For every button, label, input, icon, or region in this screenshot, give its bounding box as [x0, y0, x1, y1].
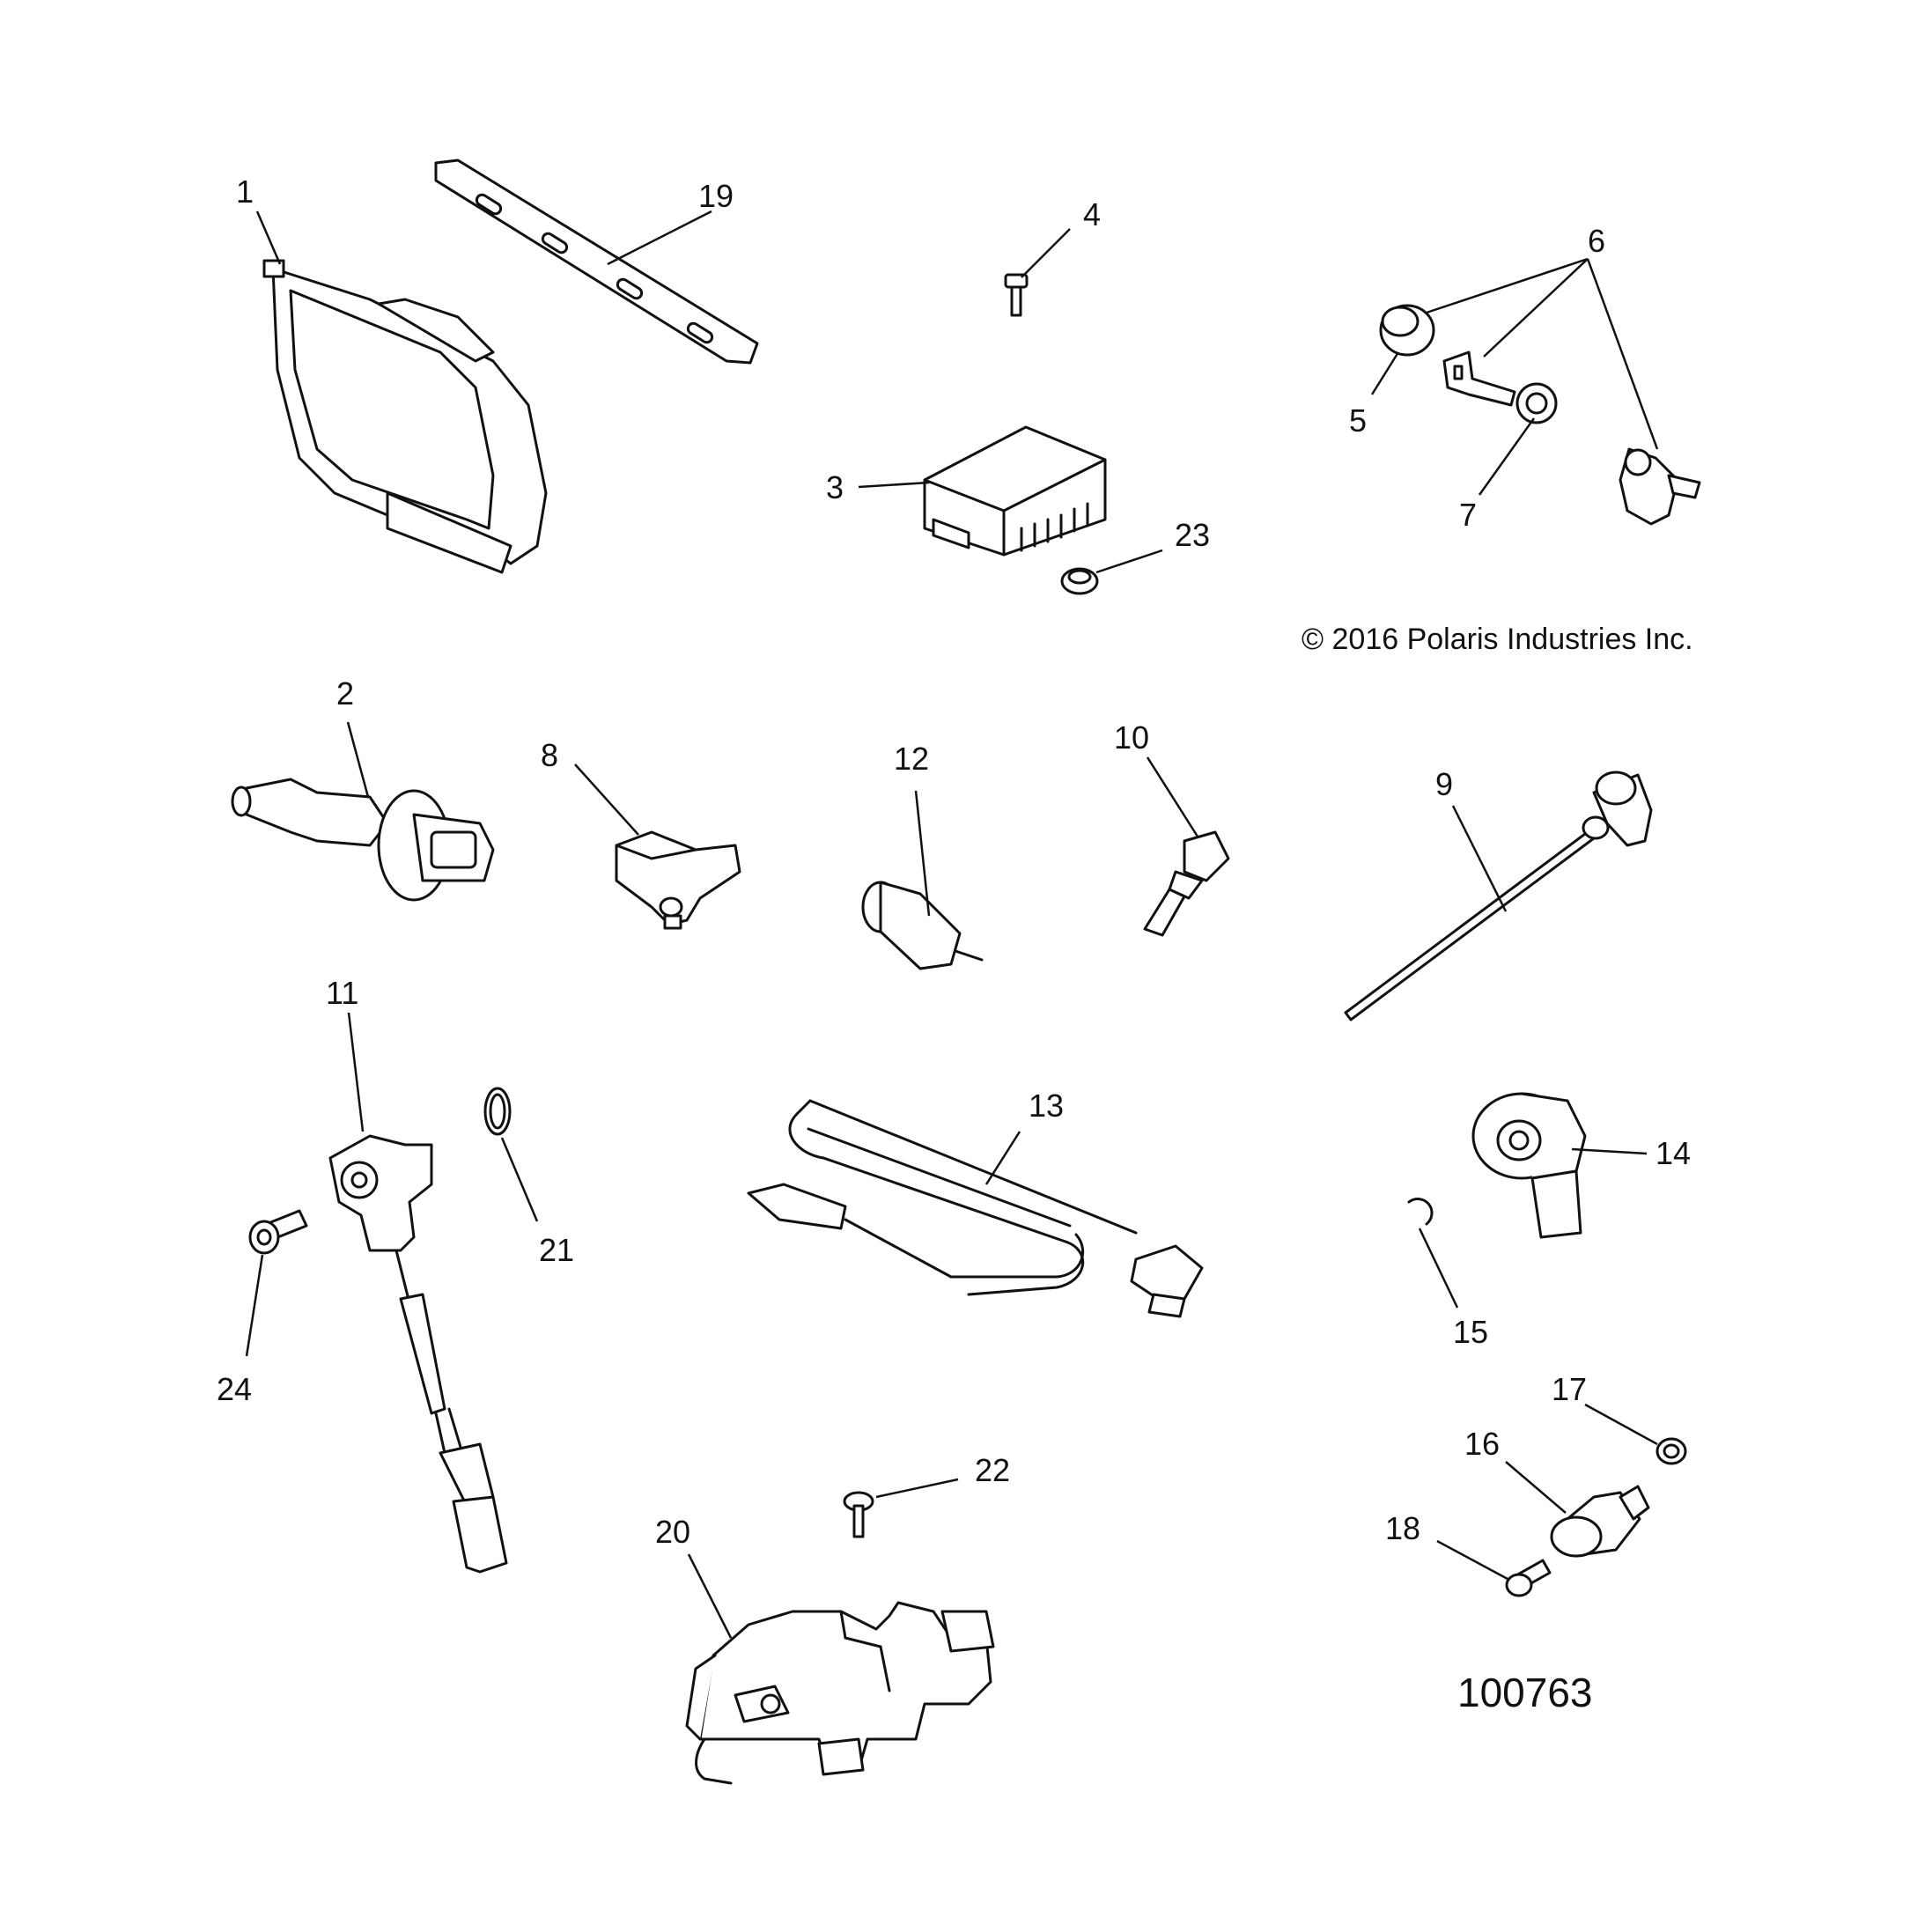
callout-15: 15: [1453, 1314, 1488, 1350]
callout-23: 23: [1175, 517, 1210, 553]
callout-9: 9: [1435, 766, 1453, 802]
callout-22: 22: [975, 1452, 1010, 1488]
callout-6: 6: [1588, 223, 1605, 259]
callout-12: 12: [894, 741, 929, 777]
part-21-oring: [483, 1087, 512, 1136]
callout-7: 7: [1459, 497, 1477, 533]
leader-lines: [245, 210, 1659, 1639]
part-18-bolt: [1505, 1559, 1552, 1597]
callout-10: 10: [1114, 719, 1149, 756]
figure-id: 100763: [1457, 1670, 1593, 1715]
part-5-cap: [1379, 304, 1435, 357]
callout-24: 24: [217, 1371, 252, 1407]
part-10-temp-sensor: [1143, 830, 1230, 937]
part-6-switch: [1619, 447, 1701, 526]
callout-2: 2: [336, 675, 354, 712]
copyright-notice: © 2016 Polaris Industries Inc.: [1302, 623, 1693, 656]
part-14-knock-sensor: [1471, 1092, 1587, 1239]
part-15-clip: [1407, 1198, 1434, 1226]
part-11-tps: [328, 1134, 508, 1574]
callout-18: 18: [1385, 1510, 1420, 1546]
callout-21: 21: [539, 1232, 574, 1268]
callout-labels: 1 2 3 4 5 6 7 8 9 10 11 12 13 14 15 16 1…: [217, 173, 1691, 1550]
part-23-grommet: [1060, 567, 1099, 595]
part-8-map-sensor: [615, 830, 741, 930]
callout-3: 3: [826, 469, 844, 505]
part-19-bracket: [434, 159, 759, 365]
callout-14: 14: [1655, 1135, 1691, 1171]
part-4-screw: [1004, 273, 1029, 317]
part-17-washer: [1655, 1437, 1687, 1465]
part-22-screw: [843, 1491, 874, 1538]
part-20-valve: [685, 1601, 995, 1785]
part-9-probe: [1344, 771, 1653, 1021]
callout-4: 4: [1083, 196, 1101, 232]
callout-19: 19: [698, 178, 734, 214]
callout-8: 8: [541, 737, 558, 773]
callout-5: 5: [1349, 402, 1367, 439]
part-12-sensor: [861, 881, 984, 970]
part-16-speed-sensor: [1550, 1485, 1650, 1558]
part-24-bolt: [248, 1209, 308, 1255]
part-6-key: [1442, 350, 1516, 407]
callout-16: 16: [1464, 1426, 1500, 1462]
callout-1: 1: [236, 173, 254, 210]
callout-17: 17: [1552, 1371, 1587, 1407]
part-2-sensor: [231, 778, 495, 902]
callout-13: 13: [1029, 1088, 1064, 1124]
callout-20: 20: [655, 1514, 690, 1550]
part-1-ecu: [262, 259, 548, 574]
part-13-harness: [747, 1099, 1204, 1318]
part-7-nut: [1515, 382, 1558, 424]
callout-11: 11: [326, 975, 358, 1011]
part-3-module: [923, 425, 1107, 557]
